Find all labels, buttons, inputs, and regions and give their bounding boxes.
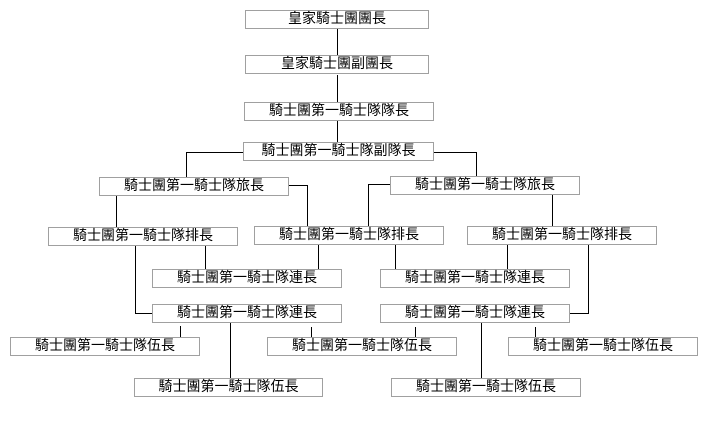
node-box: 騎士團第一騎士隊隊長 [244, 102, 434, 121]
node-box: 騎士團第一騎士隊排長 [254, 226, 444, 245]
connector [569, 245, 589, 314]
connector [434, 152, 477, 176]
node-box: 騎士團第一騎士隊排長 [467, 226, 657, 245]
node-box: 皇家騎士團副團長 [245, 55, 429, 74]
node-box: 騎士團第一騎士隊連長 [380, 304, 570, 323]
node-box: 皇家騎士團團長 [245, 10, 429, 29]
connector [135, 246, 152, 314]
node-box: 騎士團第一騎士隊伍長 [267, 337, 457, 356]
node-box: 騎士團第一騎士隊伍長 [391, 378, 581, 397]
node-box: 騎士團第一騎士隊排長 [48, 227, 238, 246]
node-box: 騎士團第一騎士隊旅長 [390, 176, 580, 195]
node-box: 騎士團第一騎士隊連長 [152, 304, 342, 323]
connector [368, 184, 390, 226]
node-box: 騎士團第一騎士隊連長 [380, 269, 570, 288]
node-box: 騎士團第一騎士隊伍長 [10, 337, 200, 356]
node-box: 騎士團第一騎士隊伍長 [508, 337, 698, 356]
connector [288, 185, 308, 226]
node-box: 騎士團第一騎士隊連長 [152, 269, 342, 288]
node-box: 騎士團第一騎士隊副隊長 [243, 142, 434, 161]
node-box: 騎士團第一騎士隊伍長 [134, 378, 323, 397]
connector [186, 152, 243, 177]
node-box: 騎士團第一騎士隊旅長 [99, 177, 289, 196]
